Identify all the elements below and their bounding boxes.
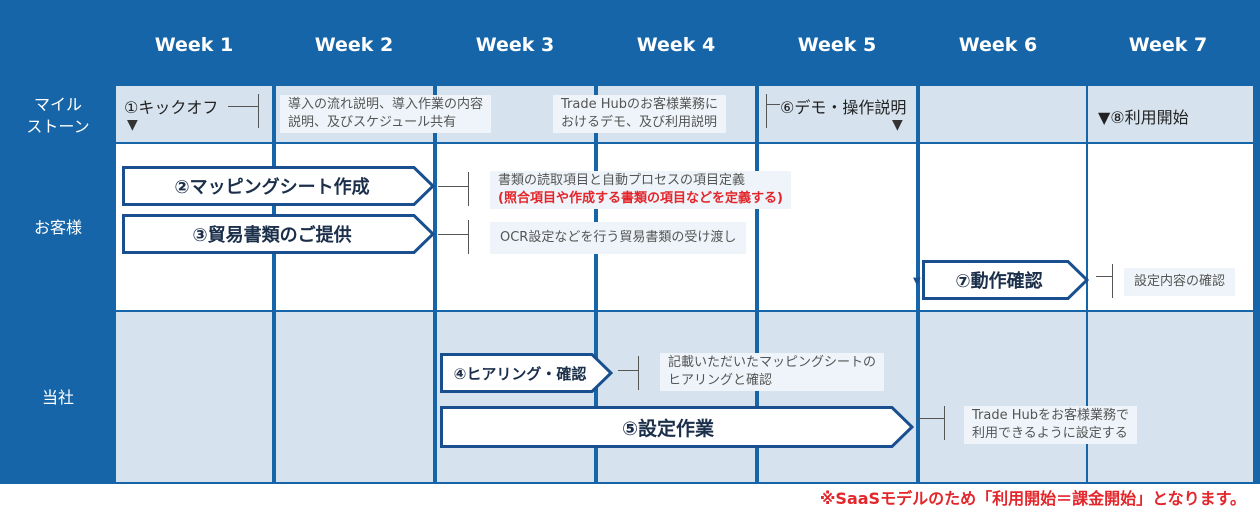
row-label-milestone: マイル ストーン — [26, 95, 90, 136]
company-cell-1 — [116, 312, 272, 482]
customer-cell-5 — [759, 144, 916, 310]
mapping-note: 書類の読取項目と自動プロセスの項目定義 (照合項目や作成する書類の項目などを定義… — [490, 171, 791, 209]
setup-note-line-2: 利用できるように設定する — [972, 426, 1128, 441]
task-docs: ③貿易書類のご提供 — [192, 225, 352, 246]
milestone-cell-7 — [1088, 86, 1253, 142]
kickoff-note-line-2: 説明、及びスケジュール共有 — [288, 115, 457, 130]
hearing-note: 記載いただいたマッピングシートの ヒアリングと確認 — [660, 353, 885, 391]
mapping-arrow — [122, 166, 436, 206]
task-setup: ⑤設定作業 — [621, 417, 715, 440]
week-header-1: Week 1 — [154, 34, 234, 56]
hearing-note-line-2: ヒアリングと確認 — [668, 373, 773, 388]
hearing-bracket — [638, 356, 639, 390]
week-header-2: Week 2 — [314, 34, 394, 56]
milestone-cell-5 — [759, 86, 916, 142]
week-header-6: Week 6 — [958, 34, 1038, 56]
setup-note: Trade Hubをお客様業務で 利用できるように設定する — [964, 406, 1137, 444]
company-cell-3 — [437, 312, 594, 482]
docs-note: OCR設定などを行う貿易書類の受け渡し — [490, 222, 747, 254]
mapping-connector — [438, 186, 468, 187]
demo-note: Trade Hubのお客様業務に おけるデモ、及び利用説明 — [553, 95, 726, 133]
hearing-note-line-1: 記載いただいたマッピングシートの — [668, 355, 877, 370]
milestone-cell-6 — [920, 86, 1086, 142]
hearing-arrow — [440, 353, 614, 393]
docs-arrow — [122, 214, 436, 254]
docs-connector — [438, 234, 468, 235]
demo-bracket — [766, 94, 767, 128]
kickoff-bracket — [258, 94, 259, 128]
kickoff-note: 導入の流れ説明、導入作業の内容 説明、及びスケジュール共有 — [280, 95, 492, 133]
setup-connector — [918, 418, 944, 419]
company-cell-2 — [276, 312, 433, 482]
milestone-cell-1 — [116, 86, 272, 142]
hearing-connector — [618, 370, 638, 371]
demo-connector — [766, 104, 780, 105]
company-cell-5 — [759, 312, 916, 482]
billing-footnote: ※SaaSモデルのため「利用開始＝課金開始」となります。 — [819, 489, 1246, 508]
docs-bracket — [468, 220, 469, 254]
confirm-note: 設定内容の確認 — [1124, 268, 1236, 296]
row-label-company: 当社 — [41, 388, 74, 407]
mapping-note-line-1: 書類の読取項目と自動プロセスの項目定義 — [498, 173, 746, 188]
dependency-line-week6 — [918, 280, 919, 420]
demo-note-line-1: Trade Hubのお客様業務に — [561, 97, 718, 112]
confirm-bracket — [1112, 264, 1113, 298]
kickoff-note-line-1: 導入の流れ説明、導入作業の内容 — [288, 97, 484, 112]
confirm-connector — [1096, 276, 1112, 277]
dependency-line-week3 — [436, 144, 437, 368]
task-mapping: ②マッピングシート作成 — [174, 177, 370, 198]
confirm-start-marker: ▼ — [913, 276, 921, 287]
company-cell-6 — [920, 312, 1086, 482]
milestone-start: ▼⑧利用開始 — [1098, 108, 1189, 127]
mapping-note-line-2: (照合項目や作成する書類の項目などを定義する) — [498, 191, 783, 206]
company-cell-7 — [1088, 312, 1253, 482]
demo-marker: ▼ — [892, 117, 903, 133]
week-header-5: Week 5 — [797, 34, 877, 56]
kickoff-marker: ▼ — [127, 117, 138, 133]
milestone-demo: ⑥デモ・操作説明 — [780, 98, 907, 117]
task-confirm: ⑦動作確認 — [955, 271, 1043, 292]
demo-note-line-2: おけるデモ、及び利用説明 — [561, 115, 718, 130]
kickoff-connector — [228, 106, 258, 107]
week-header-4: Week 4 — [636, 34, 716, 56]
setup-note-line-1: Trade Hubをお客様業務で — [972, 408, 1129, 423]
setup-bracket — [944, 406, 945, 440]
confirm-arrow — [922, 260, 1090, 300]
week-header-7: Week 7 — [1128, 34, 1208, 56]
row-label-customer: お客様 — [33, 218, 82, 237]
company-cell-4 — [598, 312, 755, 482]
setup-arrow — [440, 406, 915, 448]
task-hearing: ④ヒアリング・確認 — [453, 364, 587, 383]
milestone-kickoff: ①キックオフ — [124, 98, 219, 117]
week-header-3: Week 3 — [475, 34, 555, 56]
mapping-bracket — [468, 172, 469, 206]
